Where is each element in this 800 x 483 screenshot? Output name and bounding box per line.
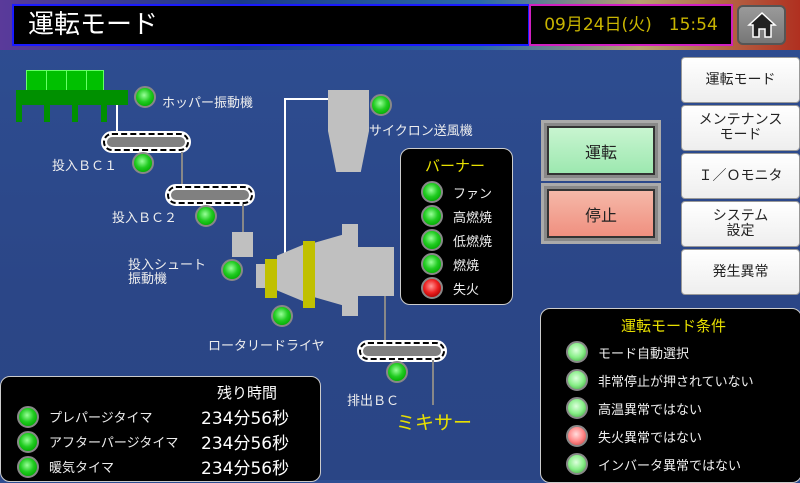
conveyor-bc1 xyxy=(101,131,191,153)
cyclone-lamp xyxy=(370,94,392,116)
burner-title: バーナー xyxy=(425,157,486,175)
burner-lamp xyxy=(421,253,443,275)
burner-lamp xyxy=(421,205,443,227)
timer-label: プレパージタイマ xyxy=(49,411,153,426)
condition-lamp xyxy=(566,369,588,391)
burner-item-label: 燃焼 xyxy=(453,258,480,274)
hopper-label: ホッパー振動機 xyxy=(162,96,254,111)
condition-item: インバータ異常ではない xyxy=(566,450,800,478)
conditions-panel: 運転モード条件 モード自動選択 非常停止が押されていない 高温異常ではない 失火… xyxy=(540,308,800,483)
chute-label-line1: 投入シュート xyxy=(128,258,207,273)
nav-alarms[interactable]: 発生異常 xyxy=(681,249,800,295)
condition-lamp xyxy=(566,453,588,475)
mixer-label: ミキサー xyxy=(396,412,473,434)
burner-lamp xyxy=(421,181,443,203)
burner-item-label: 低燃焼 xyxy=(453,234,493,250)
condition-item: 高温異常ではない xyxy=(566,394,800,422)
discharge-lamp xyxy=(386,361,408,383)
condition-item: 失火異常ではない xyxy=(566,422,800,450)
timer-label: アフターパージタイマ xyxy=(49,436,179,451)
timer-lamp xyxy=(17,430,39,453)
timer-row: アフターパージタイマ 234分56秒 xyxy=(17,429,320,454)
condition-item: 非常停止が押されていない xyxy=(566,366,800,394)
burner-item-label: 高燃焼 xyxy=(453,210,493,226)
timer-lamp xyxy=(17,455,39,478)
bc1-label: 投入ＢＣ１ xyxy=(52,159,118,174)
page-title: 運転モード xyxy=(12,4,530,46)
condition-lamp xyxy=(566,341,588,363)
timer-label: 暖気タイマ xyxy=(49,461,115,476)
datetime-display: 09月24日(火) 15:54 xyxy=(529,4,733,46)
timer-value: 234分56秒 xyxy=(201,434,290,454)
burner-item: 高燃焼 xyxy=(421,204,512,228)
run-button-label: 運転 xyxy=(547,126,655,175)
timer-value: 234分56秒 xyxy=(201,409,290,429)
chute-graphic xyxy=(232,232,253,257)
connector-line xyxy=(384,296,386,342)
stop-button[interactable]: 停止 xyxy=(541,183,661,244)
bc1-lamp xyxy=(132,152,154,174)
chute-lamp xyxy=(221,259,243,281)
condition-label: 高温異常ではない xyxy=(598,402,703,418)
run-button[interactable]: 運転 xyxy=(541,120,661,181)
home-button[interactable] xyxy=(737,5,786,45)
home-icon xyxy=(746,11,777,38)
condition-label: インバータ異常ではない xyxy=(598,458,742,474)
condition-lamp xyxy=(566,425,588,447)
chute-label: 投入シュート振動機 xyxy=(128,259,206,287)
condition-item: モード自動選択 xyxy=(566,338,800,366)
burner-lamp xyxy=(421,277,443,299)
burner-lamp xyxy=(421,229,443,251)
cyclone-label: サイクロン送風機 xyxy=(369,124,473,139)
dryer-lamp xyxy=(271,305,293,327)
connector-line xyxy=(116,105,118,133)
rotary-dryer-graphic xyxy=(256,224,394,316)
timer-row: 暖気タイマ 234分56秒 xyxy=(17,454,320,479)
burner-item: 燃焼 xyxy=(421,252,512,276)
conveyor-discharge xyxy=(357,340,447,362)
burner-item-label: 失火 xyxy=(453,282,480,298)
nav-system-settings[interactable]: システム 設定 xyxy=(681,201,800,247)
condition-label: 失火異常ではない xyxy=(598,430,703,446)
nav-io-monitor[interactable]: Ｉ／Ｏモニタ xyxy=(681,153,800,199)
hopper-lamp xyxy=(134,86,156,108)
chute-label-line2: 振動機 xyxy=(128,272,168,287)
dryer-label: ロータリードライヤ xyxy=(208,339,325,354)
burner-panel: バーナー ファン 高燃焼 低燃焼 燃焼 失火 xyxy=(400,148,513,305)
timer-lamp xyxy=(17,405,39,428)
duct-line xyxy=(284,98,286,258)
condition-lamp xyxy=(566,397,588,419)
connector-line xyxy=(181,152,183,186)
nav-maintenance-mode[interactable]: メンテナンス モード xyxy=(681,105,800,151)
connector-line xyxy=(432,360,434,405)
timers-panel: 残り時間 プレパージタイマ 234分56秒 アフターパージタイマ 234分56秒 暖… xyxy=(0,376,321,482)
timer-row: プレパージタイマ 234分56秒 xyxy=(17,404,320,429)
discharge-label: 排出ＢＣ xyxy=(347,394,400,409)
condition-label: モード自動選択 xyxy=(598,346,690,362)
burner-item-label: ファン xyxy=(453,186,493,202)
conveyor-bc2 xyxy=(165,184,255,206)
connector-line xyxy=(242,204,244,234)
duct-line xyxy=(284,98,330,100)
timer-value: 234分56秒 xyxy=(201,459,290,479)
timers-header: 残り時間 xyxy=(217,384,278,402)
bc2-lamp xyxy=(195,205,217,227)
burner-item: 低燃焼 xyxy=(421,228,512,252)
cyclone-graphic xyxy=(328,90,369,172)
nav-operation-mode[interactable]: 運転モード xyxy=(681,57,800,103)
burner-item: 失火 xyxy=(421,276,512,300)
bc2-label: 投入ＢＣ２ xyxy=(112,211,178,226)
hopper-vibrator-graphic xyxy=(16,70,128,122)
conditions-title: 運転モード条件 xyxy=(621,317,727,335)
condition-label: 非常停止が押されていない xyxy=(598,374,754,390)
burner-item: ファン xyxy=(421,180,512,204)
stop-button-label: 停止 xyxy=(547,189,655,238)
